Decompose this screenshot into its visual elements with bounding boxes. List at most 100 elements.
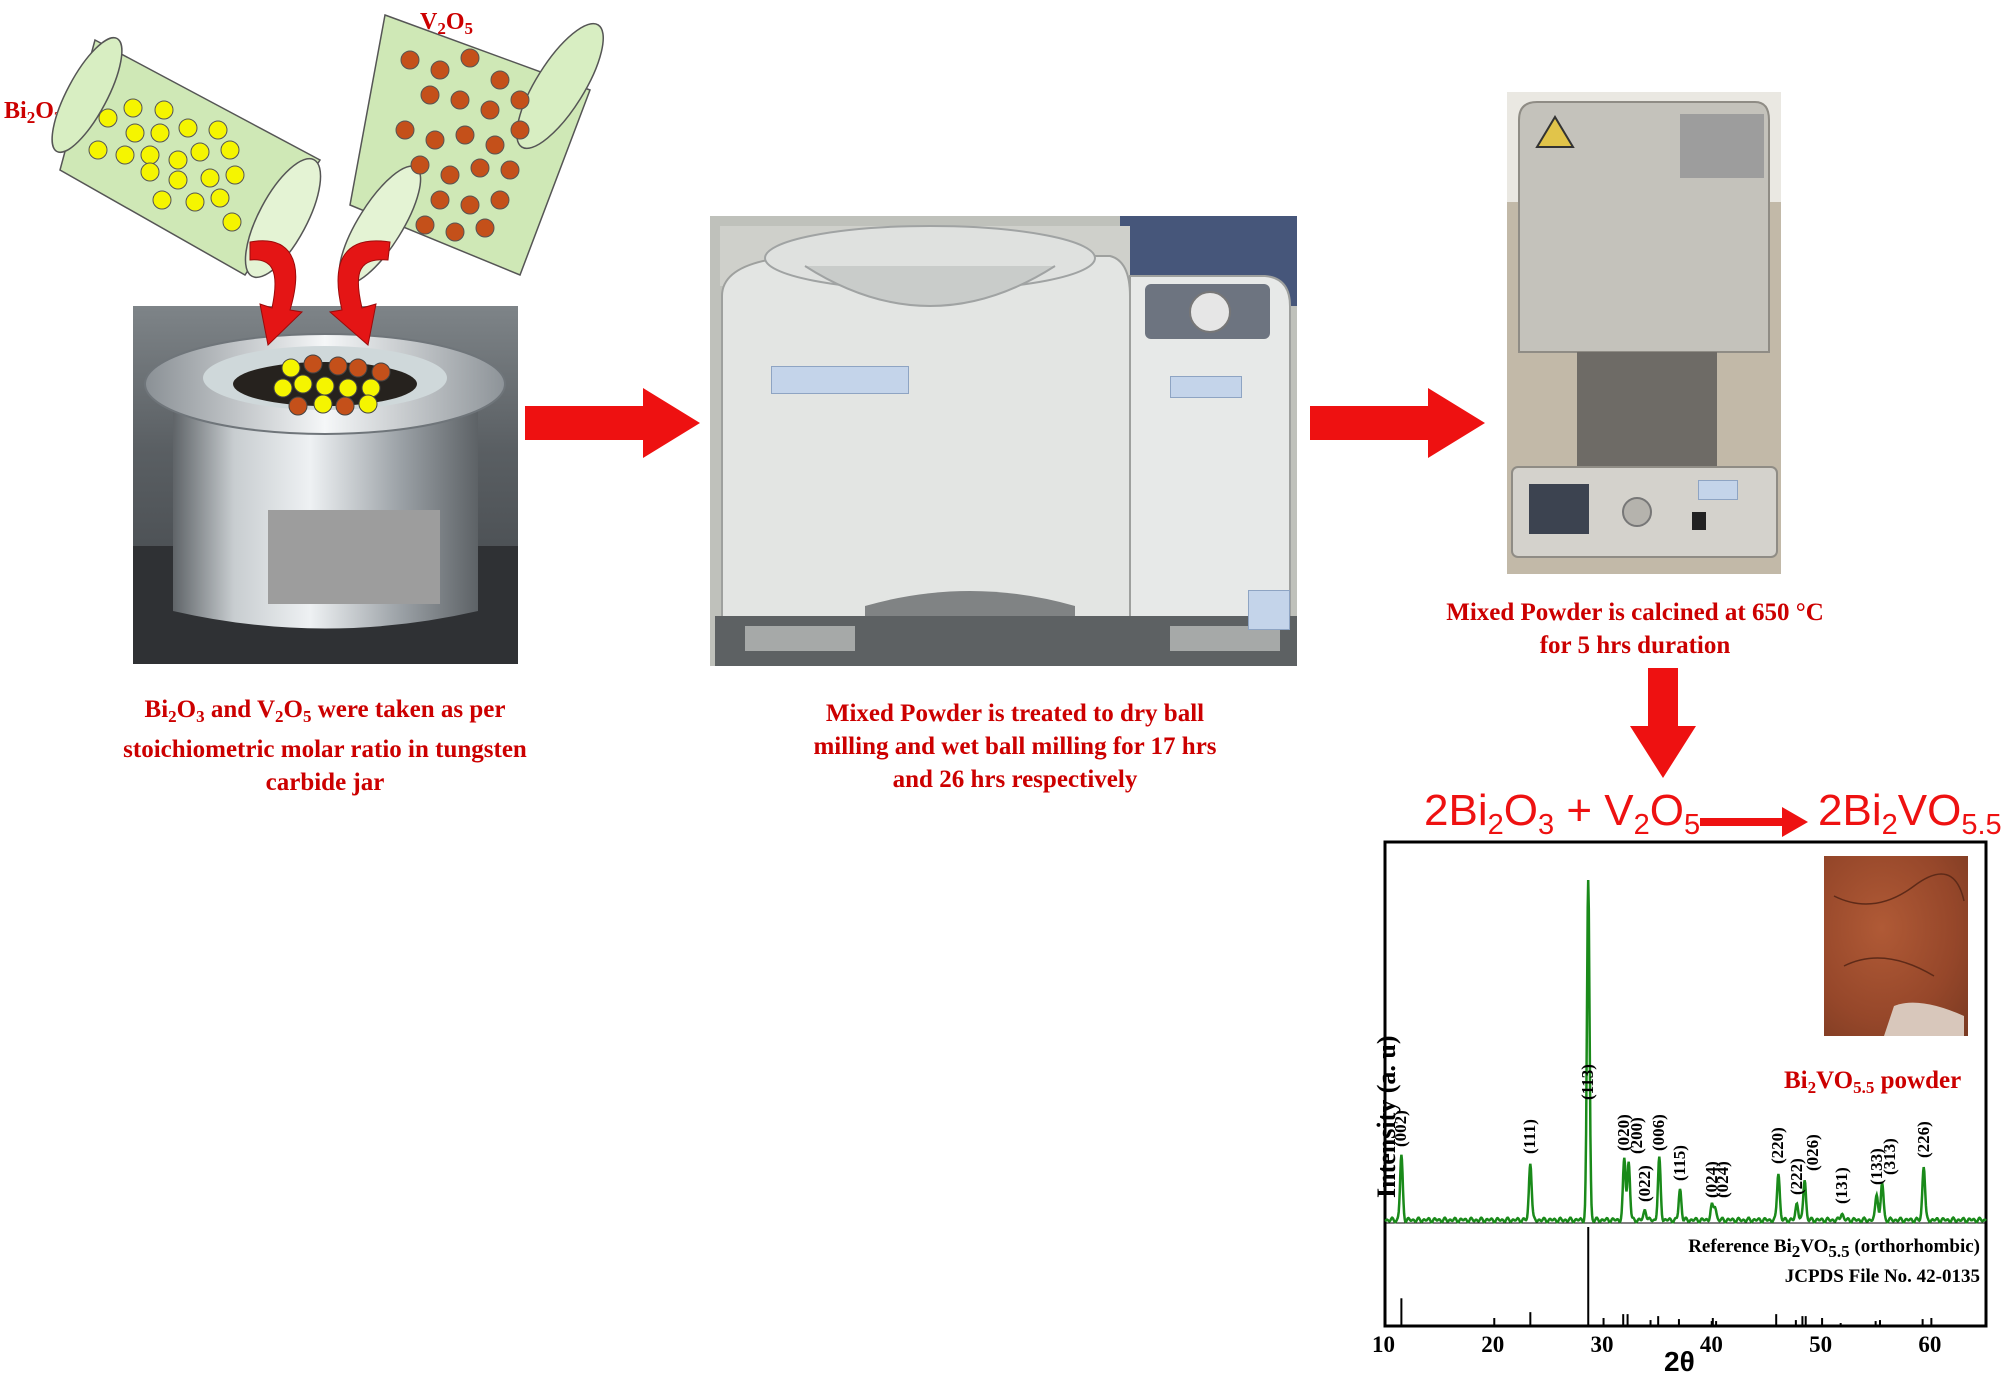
particle xyxy=(140,162,160,182)
peak-label: (220) xyxy=(1768,1127,1788,1165)
ball-mill-photo xyxy=(710,216,1297,666)
particle xyxy=(470,158,490,178)
step3-caption: Mixed Powder is calcined at 650 °C for 5… xyxy=(1446,599,1824,659)
peak-label: (006) xyxy=(1649,1113,1669,1151)
particle xyxy=(440,165,460,185)
x-tick-label: 40 xyxy=(1699,1332,1723,1357)
particle xyxy=(123,98,143,118)
particle xyxy=(168,150,188,170)
particle xyxy=(485,135,505,155)
peak-label: (022) xyxy=(1635,1164,1655,1202)
particle xyxy=(450,90,470,110)
redacted-label xyxy=(771,366,909,394)
reaction-arrow xyxy=(1700,807,1808,837)
peak-label: (131) xyxy=(1831,1167,1851,1204)
x-tick-label: 30 xyxy=(1590,1332,1614,1357)
particle xyxy=(445,222,465,242)
redacted-label xyxy=(1680,114,1764,178)
peak-label: (313) xyxy=(1880,1137,1900,1175)
x-axis-ticks xyxy=(1384,1318,1933,1326)
peak-label: (024) xyxy=(1713,1161,1732,1199)
particle xyxy=(190,142,210,162)
equation-product: 2Bi2VO5.5 xyxy=(1818,786,2002,841)
particle xyxy=(430,60,450,80)
particle xyxy=(510,120,530,140)
particle xyxy=(425,130,445,150)
particle xyxy=(361,378,381,398)
redacted-label xyxy=(1698,480,1738,500)
particle xyxy=(281,358,301,378)
particle xyxy=(415,215,435,235)
particle xyxy=(210,188,230,208)
particle xyxy=(480,100,500,120)
peak-label: (113) xyxy=(1578,1064,1598,1100)
process-arrow-1 xyxy=(525,388,700,458)
particle xyxy=(150,123,170,143)
particle xyxy=(455,125,475,145)
particle xyxy=(140,145,160,165)
particle xyxy=(490,190,510,210)
step2-caption: Mixed Powder is treated to dry ball mill… xyxy=(813,700,1217,793)
peak-label: (026) xyxy=(1802,1134,1822,1172)
x-tick-label: 20 xyxy=(1481,1332,1505,1357)
x-tick-label: 10 xyxy=(1372,1332,1395,1357)
x-tick-label: 50 xyxy=(1809,1332,1833,1357)
particle xyxy=(293,374,313,394)
redacted-label xyxy=(1248,590,1290,630)
xrd-chart: Bi2VO5.5 powder Reference Bi2VO5.5 (orth… xyxy=(1372,840,2000,1382)
pour-arrows xyxy=(249,240,391,347)
particle xyxy=(315,376,335,396)
reference-label: Reference Bi2VO5.5 (orthorhombic) JCPDS … xyxy=(1688,1236,1980,1287)
particle xyxy=(460,48,480,68)
particle xyxy=(115,145,135,165)
jar-powder-particles xyxy=(273,354,391,416)
process-arrow-down xyxy=(1630,668,1696,778)
particle xyxy=(313,394,333,414)
powder-texture xyxy=(1833,873,1965,1036)
ball-mill-illustration xyxy=(710,216,1297,666)
particle xyxy=(371,362,391,382)
inset-caption: Bi2VO5.5 powder xyxy=(1784,1067,1962,1097)
particle xyxy=(200,168,220,188)
particle xyxy=(125,123,145,143)
particle xyxy=(510,90,530,110)
process-arrow-2 xyxy=(1310,388,1485,458)
particle xyxy=(303,354,323,374)
particle xyxy=(358,394,378,414)
particle xyxy=(338,378,358,398)
particle xyxy=(430,190,450,210)
v2o5-label: V2O5 xyxy=(420,9,474,38)
particle xyxy=(152,190,172,210)
x-tick-label: 60 xyxy=(1918,1332,1942,1357)
x-axis-label: 2θ xyxy=(1664,1346,1695,1377)
peak-label: (111) xyxy=(1520,1119,1540,1155)
peak-label: (002) xyxy=(1391,1110,1411,1148)
equation-reactants: 2Bi2O3 + V2O5 xyxy=(1424,786,1701,841)
reaction-equation: 2Bi2O3 + V2O5 xyxy=(1424,786,2004,842)
bi2o3-particles xyxy=(88,98,245,232)
reference-pattern xyxy=(1400,1227,1924,1326)
particle xyxy=(420,85,440,105)
redacted-label xyxy=(1170,376,1242,398)
particle xyxy=(168,170,188,190)
step1-caption: Bi2O3 and V2O5 were taken as per stoichi… xyxy=(123,696,527,796)
particle xyxy=(395,120,415,140)
particle xyxy=(185,192,205,212)
particle xyxy=(220,140,240,160)
particle xyxy=(328,356,348,376)
particle xyxy=(400,50,420,70)
particle xyxy=(222,212,242,232)
v2o5-particles xyxy=(395,48,530,242)
bi2vo55-powder-inset xyxy=(1824,856,1968,1036)
redacted-label xyxy=(268,510,440,604)
particle xyxy=(500,160,520,180)
particle xyxy=(475,218,495,238)
particle xyxy=(88,140,108,160)
particle xyxy=(178,118,198,138)
particle xyxy=(98,108,118,128)
particle xyxy=(225,165,245,185)
particle xyxy=(208,120,228,140)
particle xyxy=(335,396,355,416)
particle xyxy=(490,70,510,90)
